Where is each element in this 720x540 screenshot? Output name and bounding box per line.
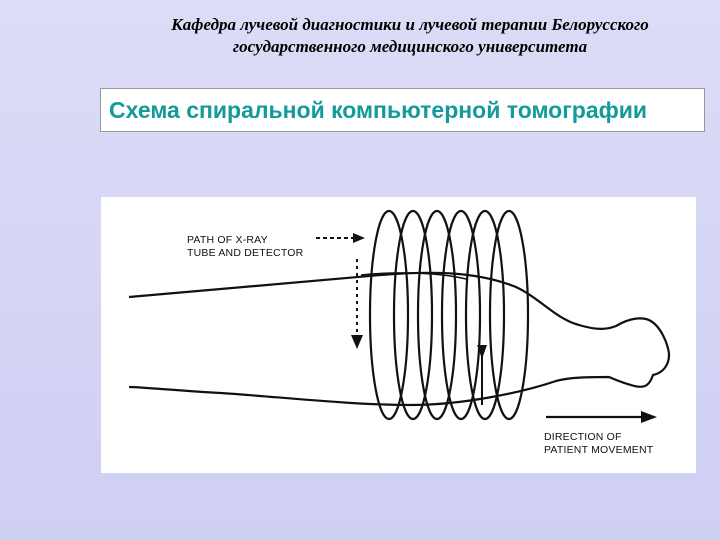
inner-down-arrowhead xyxy=(477,345,487,359)
header-line-2: государственного медицинского университе… xyxy=(232,37,588,56)
movement-arrowhead xyxy=(641,411,657,423)
spiral-path-coils xyxy=(368,209,530,421)
slide-title-box: Схема спиральной компьютерной томографии xyxy=(100,88,705,132)
label-pointer-arrowhead xyxy=(353,233,365,243)
tube-path-arrowhead xyxy=(351,335,363,349)
header-line-1: Кафедра лучевой диагностики и лучевой те… xyxy=(171,15,649,34)
path-label-line-2: TUBE AND DETECTOR xyxy=(187,247,304,259)
spiral-ct-diagram: PATH OF X-RAY TUBE AND DETECTOR DIRECTIO… xyxy=(101,197,696,473)
spiral-coil-4 xyxy=(440,209,482,421)
spiral-coil-5 xyxy=(464,209,506,421)
department-header: Кафедра лучевой диагностики и лучевой те… xyxy=(110,14,710,58)
spiral-coil-6 xyxy=(488,209,530,421)
path-label-line-1: PATH OF X-RAY xyxy=(187,234,268,246)
direction-label-line-1: DIRECTION OF xyxy=(544,431,622,443)
spiral-coil-1 xyxy=(368,209,410,421)
spiral-coil-3 xyxy=(416,209,458,421)
diagram-drawing xyxy=(128,209,671,423)
path-of-xray-label: PATH OF X-RAY TUBE AND DETECTOR xyxy=(187,234,303,260)
slide-title: Схема спиральной компьютерной томографии xyxy=(109,97,648,123)
direction-of-movement-label: DIRECTION OF PATIENT MOVEMENT xyxy=(544,431,653,457)
spiral-coil-2 xyxy=(392,209,434,421)
direction-label-line-2: PATIENT MOVEMENT xyxy=(544,444,654,456)
